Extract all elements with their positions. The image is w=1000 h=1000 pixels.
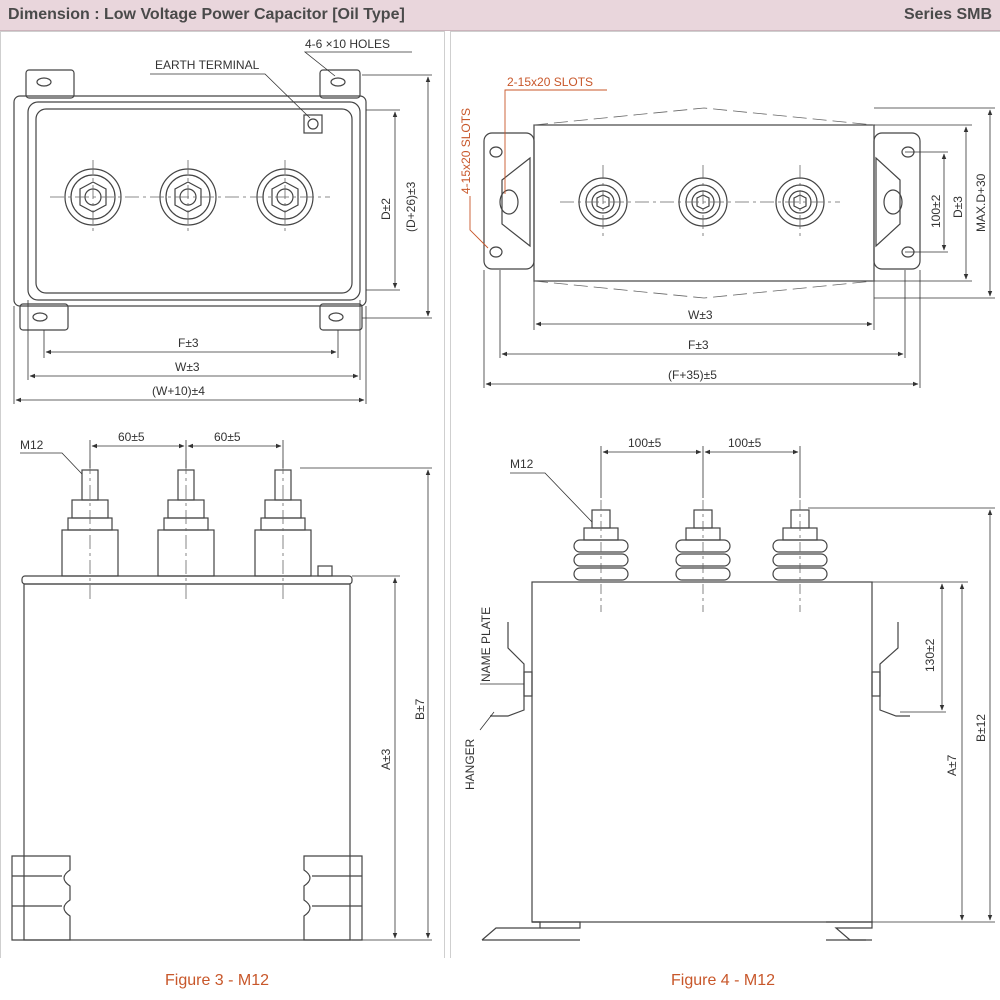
page-header: Dimension : Low Voltage Power Capacitor … xyxy=(0,0,1000,31)
fig3-holes-label: 4-6 ×10 HOLES xyxy=(305,37,390,51)
fig4-slots2-label: 2-15x20 SLOTS xyxy=(507,75,593,89)
fig4-slots4-label: 4-15x20 SLOTS xyxy=(459,108,473,194)
series-label: Series SMB xyxy=(903,6,992,23)
fig4-pitch-1-label: 100±5 xyxy=(628,436,662,450)
fig3-pitch-1-label: 60±5 xyxy=(118,430,145,444)
fig4-100-label: 100±2 xyxy=(929,194,943,228)
fig4-f35-label: (F+35)±5 xyxy=(668,368,717,382)
fig3-top-view xyxy=(13,69,367,331)
fig3-d-label: D±2 xyxy=(379,198,393,220)
page-title: Dimension : Low Voltage Power Capacitor … xyxy=(8,6,405,23)
fig4-pitch-2-label: 100±5 xyxy=(728,436,762,450)
fig3-a-label: A±3 xyxy=(379,748,393,770)
fig3-d26-label: (D+26)±3 xyxy=(404,181,418,232)
figure-4-caption: Figure 4 - M12 xyxy=(671,972,776,989)
fig3-w-label: W±3 xyxy=(175,360,200,374)
fig4-d-label: D±3 xyxy=(951,196,965,218)
fig3-earth-terminal xyxy=(303,114,323,134)
fig4-a-label: A±7 xyxy=(945,754,959,776)
fig4-hanger-label: HANGER xyxy=(463,738,477,790)
fig4-top-view xyxy=(483,124,921,282)
fig4-f-label: F±3 xyxy=(688,338,709,352)
figure-3-caption: Figure 3 - M12 xyxy=(165,972,270,989)
fig3-earth-terminal-label: EARTH TERMINAL xyxy=(155,58,260,72)
fig3-b-label: B±7 xyxy=(413,698,427,720)
fig4-b-label: B±12 xyxy=(974,714,988,742)
fig4-m12-label: M12 xyxy=(510,457,534,471)
fig4-nameplate-label: NAME PLATE xyxy=(479,607,493,682)
caption-bar xyxy=(0,958,1000,1000)
fig3-pitch-2-label: 60±5 xyxy=(214,430,241,444)
fig3-m12-label: M12 xyxy=(20,438,44,452)
fig4-maxd-label: MAX.D+30 xyxy=(974,173,988,232)
fig3-w10-label: (W+10)±4 xyxy=(152,384,205,398)
fig3-f-label: F±3 xyxy=(178,336,199,350)
fig4-w-label: W±3 xyxy=(688,308,713,322)
fig3-side-view xyxy=(11,469,363,941)
fig4-side-view xyxy=(481,509,910,941)
fig4-130-label: 130±2 xyxy=(923,638,937,672)
figure-4-panel xyxy=(450,31,1000,959)
